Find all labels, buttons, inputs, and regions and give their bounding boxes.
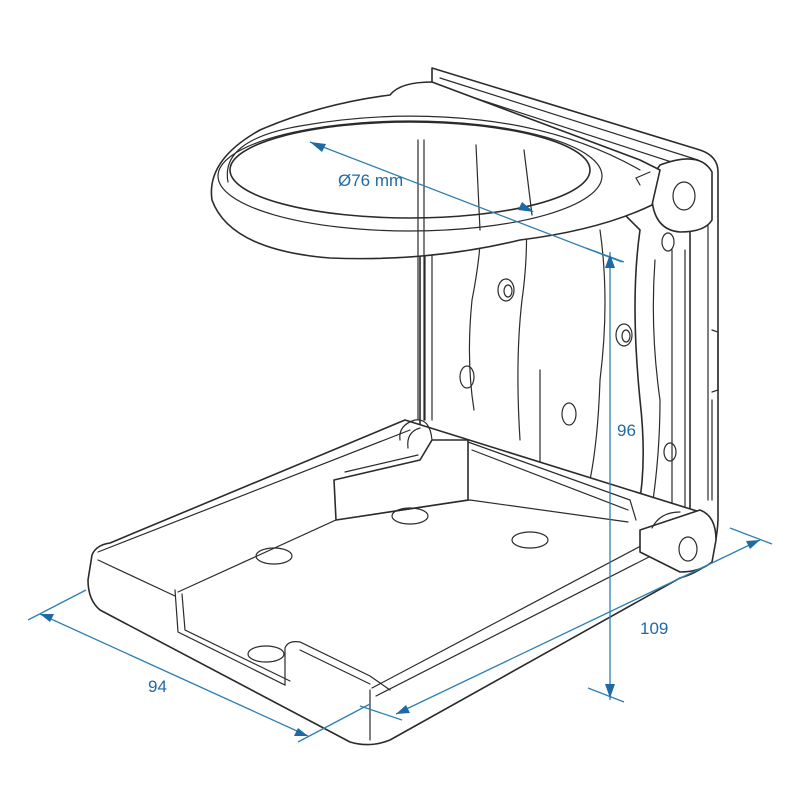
dimension-depth: 109 (359, 527, 773, 721)
height-label: 96 (617, 421, 636, 440)
depth-label: 109 (640, 619, 668, 638)
hinge-lower (639, 509, 717, 573)
dimension-ring-diameter: Ø76 mm (309, 141, 623, 263)
base-tray (87, 419, 716, 746)
dimension-height: 96 (585, 247, 636, 703)
dimension-width: 94 (27, 589, 371, 743)
ring-diameter-label: Ø76 mm (338, 171, 403, 190)
width-label: 94 (148, 677, 167, 696)
